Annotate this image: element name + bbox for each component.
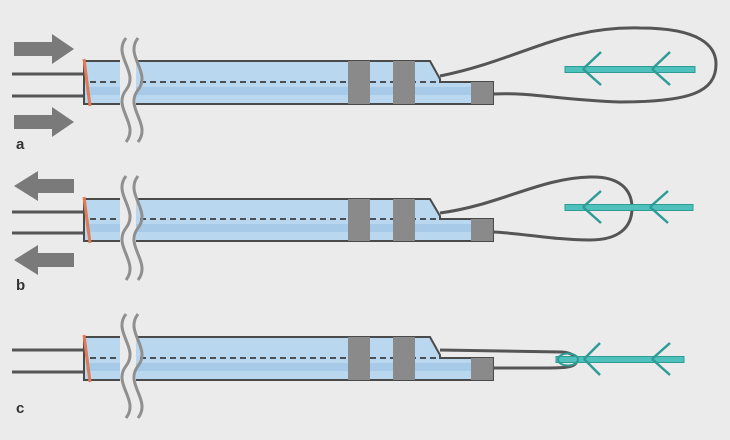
end-cap [82,196,92,244]
inner-lumen [86,87,491,95]
break-mark [132,37,144,143]
marker-band [348,199,370,241]
barbed-suture-icon [555,342,685,376]
end-cap [82,334,92,383]
inner-lumen [86,224,491,232]
marker-band [393,199,415,241]
break-mark [132,175,144,281]
cannula-tube [83,198,494,242]
marker-band [393,337,415,380]
tip-band [471,358,493,380]
panel-label: c [16,400,24,417]
inner-lumen [86,363,491,371]
suture-loop [439,26,718,104]
arrow-right-icon [14,34,74,64]
break-mark [120,175,132,281]
tip-band [471,219,493,241]
break-mark [132,313,144,419]
barbed-suture-icon [564,51,696,86]
panel-b: b [12,171,694,294]
end-cap [82,58,92,107]
break-mark [120,313,132,419]
barbed-suture-icon [564,190,694,224]
panel-label: b [16,277,25,294]
panel-a: a [12,26,718,153]
arrow-left-icon [14,245,74,275]
panel-c: c [12,313,685,419]
marker-band [393,61,415,104]
arrow-right-icon [14,107,74,137]
arrow-left-icon [14,171,74,201]
panel-label: a [16,136,25,153]
break-mark [120,37,132,143]
marker-band [348,61,370,104]
marker-band [348,337,370,380]
tip-band [471,82,493,104]
